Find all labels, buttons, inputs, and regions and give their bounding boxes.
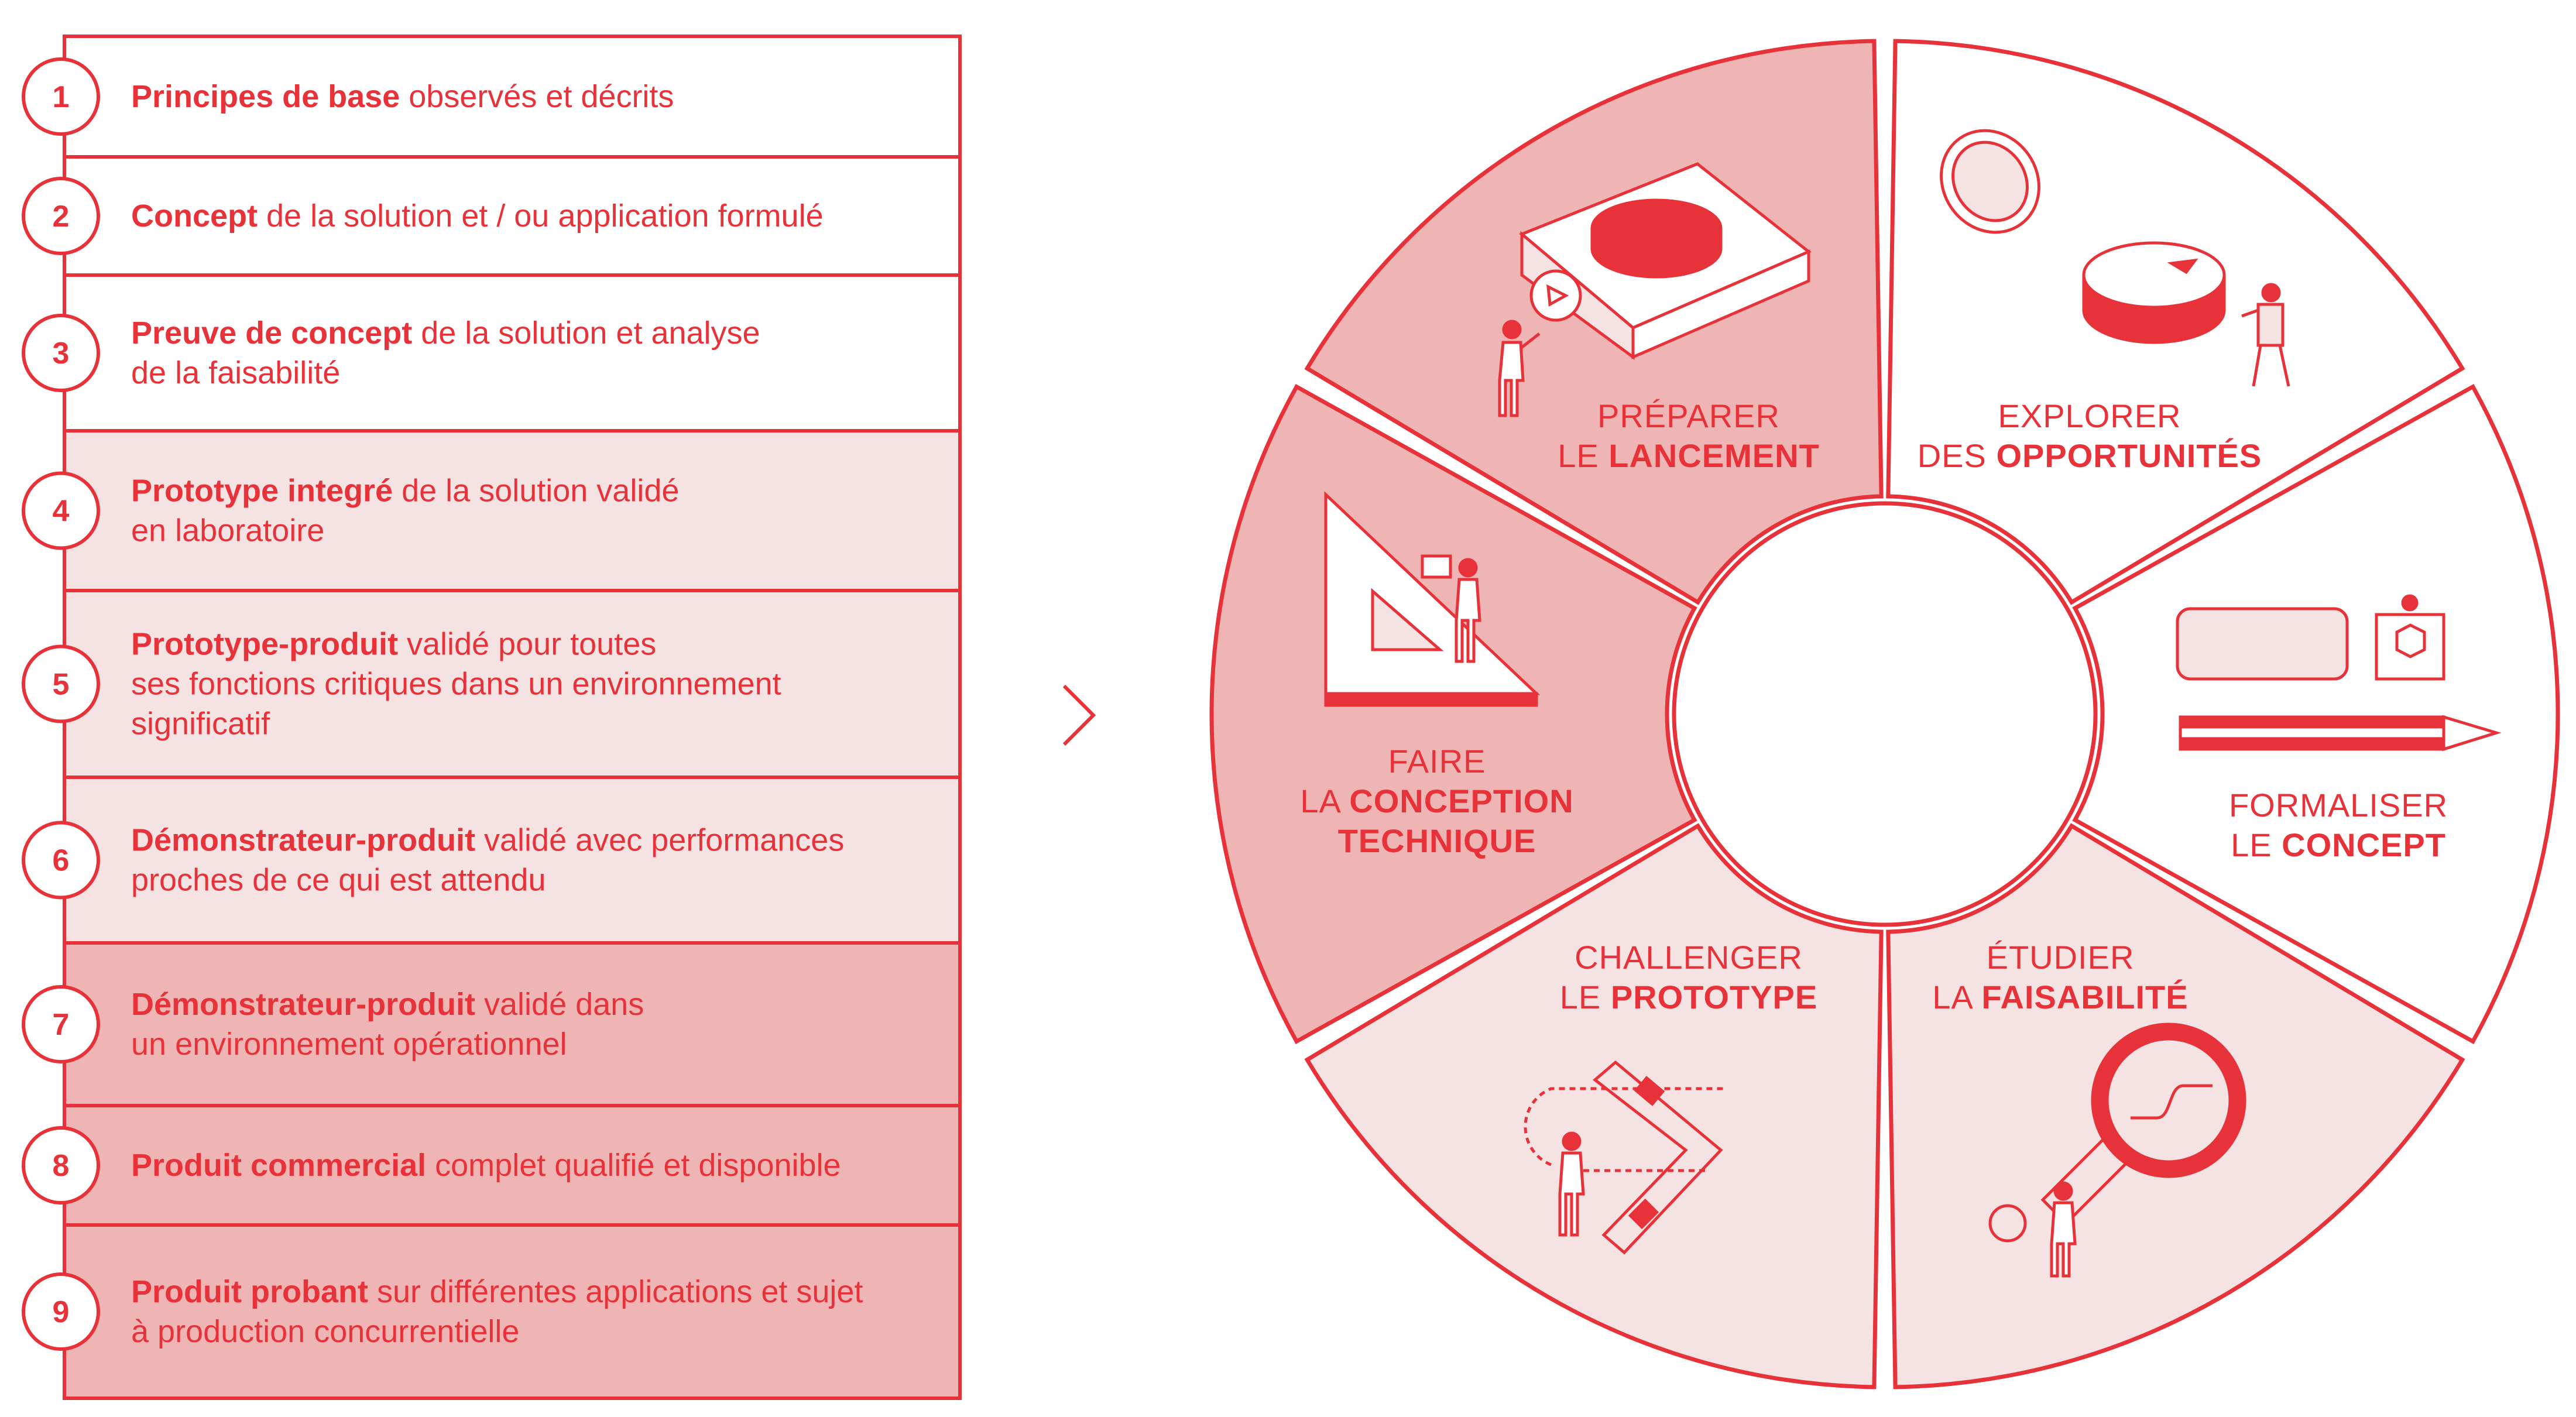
level-text: de la solution et / ou application formu… [258,198,824,234]
level-number-badge [22,985,100,1063]
level-text: proches de ce qui est attendu [131,863,546,898]
level-description: Prototype-produit validé pour toutes ses … [131,627,781,742]
level-text: complet qualifié et disponible [426,1148,841,1183]
trl-level-row: 2 Concept de la solution et / ou applicat… [22,155,962,277]
level-title: Démonstrateur-produit [131,987,475,1022]
level-number: 6 [53,844,70,878]
level-number: 9 [53,1295,70,1329]
compass-icon [1940,129,2290,387]
level-number: 1 [53,80,70,114]
trl-level-row: 9 Produit probant sur différentes applica… [22,1223,962,1400]
level-number: 2 [53,200,70,234]
level-title: Produit probant [131,1274,368,1309]
level-number-badge [22,314,100,392]
pencil-eraser-icon [2176,594,2502,752]
level-description: Démonstrateur-produit validé dans un envi… [131,987,644,1062]
boomerang-icon [1524,1060,1727,1255]
wheel-segment-formaliser [2072,383,2560,1045]
level-number-badge [22,821,100,900]
level-number-badge [22,57,100,136]
level-description: Démonstrateur-produit validé avec perfor… [131,823,844,898]
level-text: validé avec performances [475,823,844,858]
level-title: Produit commercial [131,1148,426,1183]
level-text: de la solution validé [393,474,679,509]
wheel-segment-challenger [1304,823,1884,1389]
level-description: Principes de base observés et décrits [131,79,674,114]
level-text: validé pour toutes [398,627,656,662]
level-number-badge [22,1126,100,1205]
level-title: Principes de base [131,79,400,114]
level-text: observés et décrits [400,79,674,114]
level-number-badge [22,1272,100,1351]
level-text: de la faisabilité [131,355,340,390]
magnifier-icon [1988,1023,2246,1278]
chevron-right-icon [1062,684,1096,746]
level-number: 8 [53,1149,70,1183]
level-number: 3 [53,337,70,370]
level-text: validé dans [475,987,644,1022]
level-number: 7 [53,1008,70,1042]
level-number-badge [22,644,100,723]
level-text: significatif [131,706,270,742]
level-description: Produit probant sur différentes applicat… [131,1274,863,1349]
trl-level-row: 6 Démonstrateur-produit validé avec perfo… [22,776,962,945]
level-number-badge [22,177,100,255]
puzzle-box-icon [1498,162,1812,417]
level-description: Concept de la solution et / ou applicati… [131,198,824,234]
trl-level-row: 4 Prototype integré de la solution validé… [22,429,962,592]
level-text: à production concurrentielle [131,1314,519,1349]
level-description: Produit commercial complet qualifié et d… [131,1148,841,1183]
level-text: sur différentes applications et sujet [368,1274,863,1309]
trl-level-row: 7 Démonstrateur-produit validé dans un env… [22,941,962,1107]
level-description: Prototype integré de la solution validé e… [131,474,679,548]
level-text: en laboratoire [131,513,324,548]
level-text: ses fonctions critiques dans un environn… [131,667,781,702]
set-square-icon [1324,491,1541,707]
wheel-hub [1672,501,2098,927]
trl-levels-list: 1 Principes de base observés et décrits 2 C… [22,35,962,1400]
level-title: Preuve de concept [131,315,412,351]
trl-level-row: 3 Preuve de concept de la solution et ana… [22,273,962,433]
level-title: Prototype-produit [131,627,398,662]
level-number-badge [22,471,100,550]
level-number: 4 [53,495,70,529]
level-number: 5 [53,668,70,702]
level-text: de la solution et analyse [412,315,760,351]
level-title: Démonstrateur-produit [131,823,475,858]
level-title: Prototype integré [131,474,393,509]
trl-level-row: 1 Principes de base observés et décrits [22,35,962,159]
level-description: Preuve de concept de la solution et anal… [131,315,760,390]
level-text: un environnement opérationnel [131,1027,567,1062]
level-title: Concept [131,198,258,234]
trl-level-row: 8 Produit commercial complet qualifié et … [22,1104,962,1227]
trl-level-row: 5 Prototype-produit validé pour toutes ses… [22,589,962,779]
